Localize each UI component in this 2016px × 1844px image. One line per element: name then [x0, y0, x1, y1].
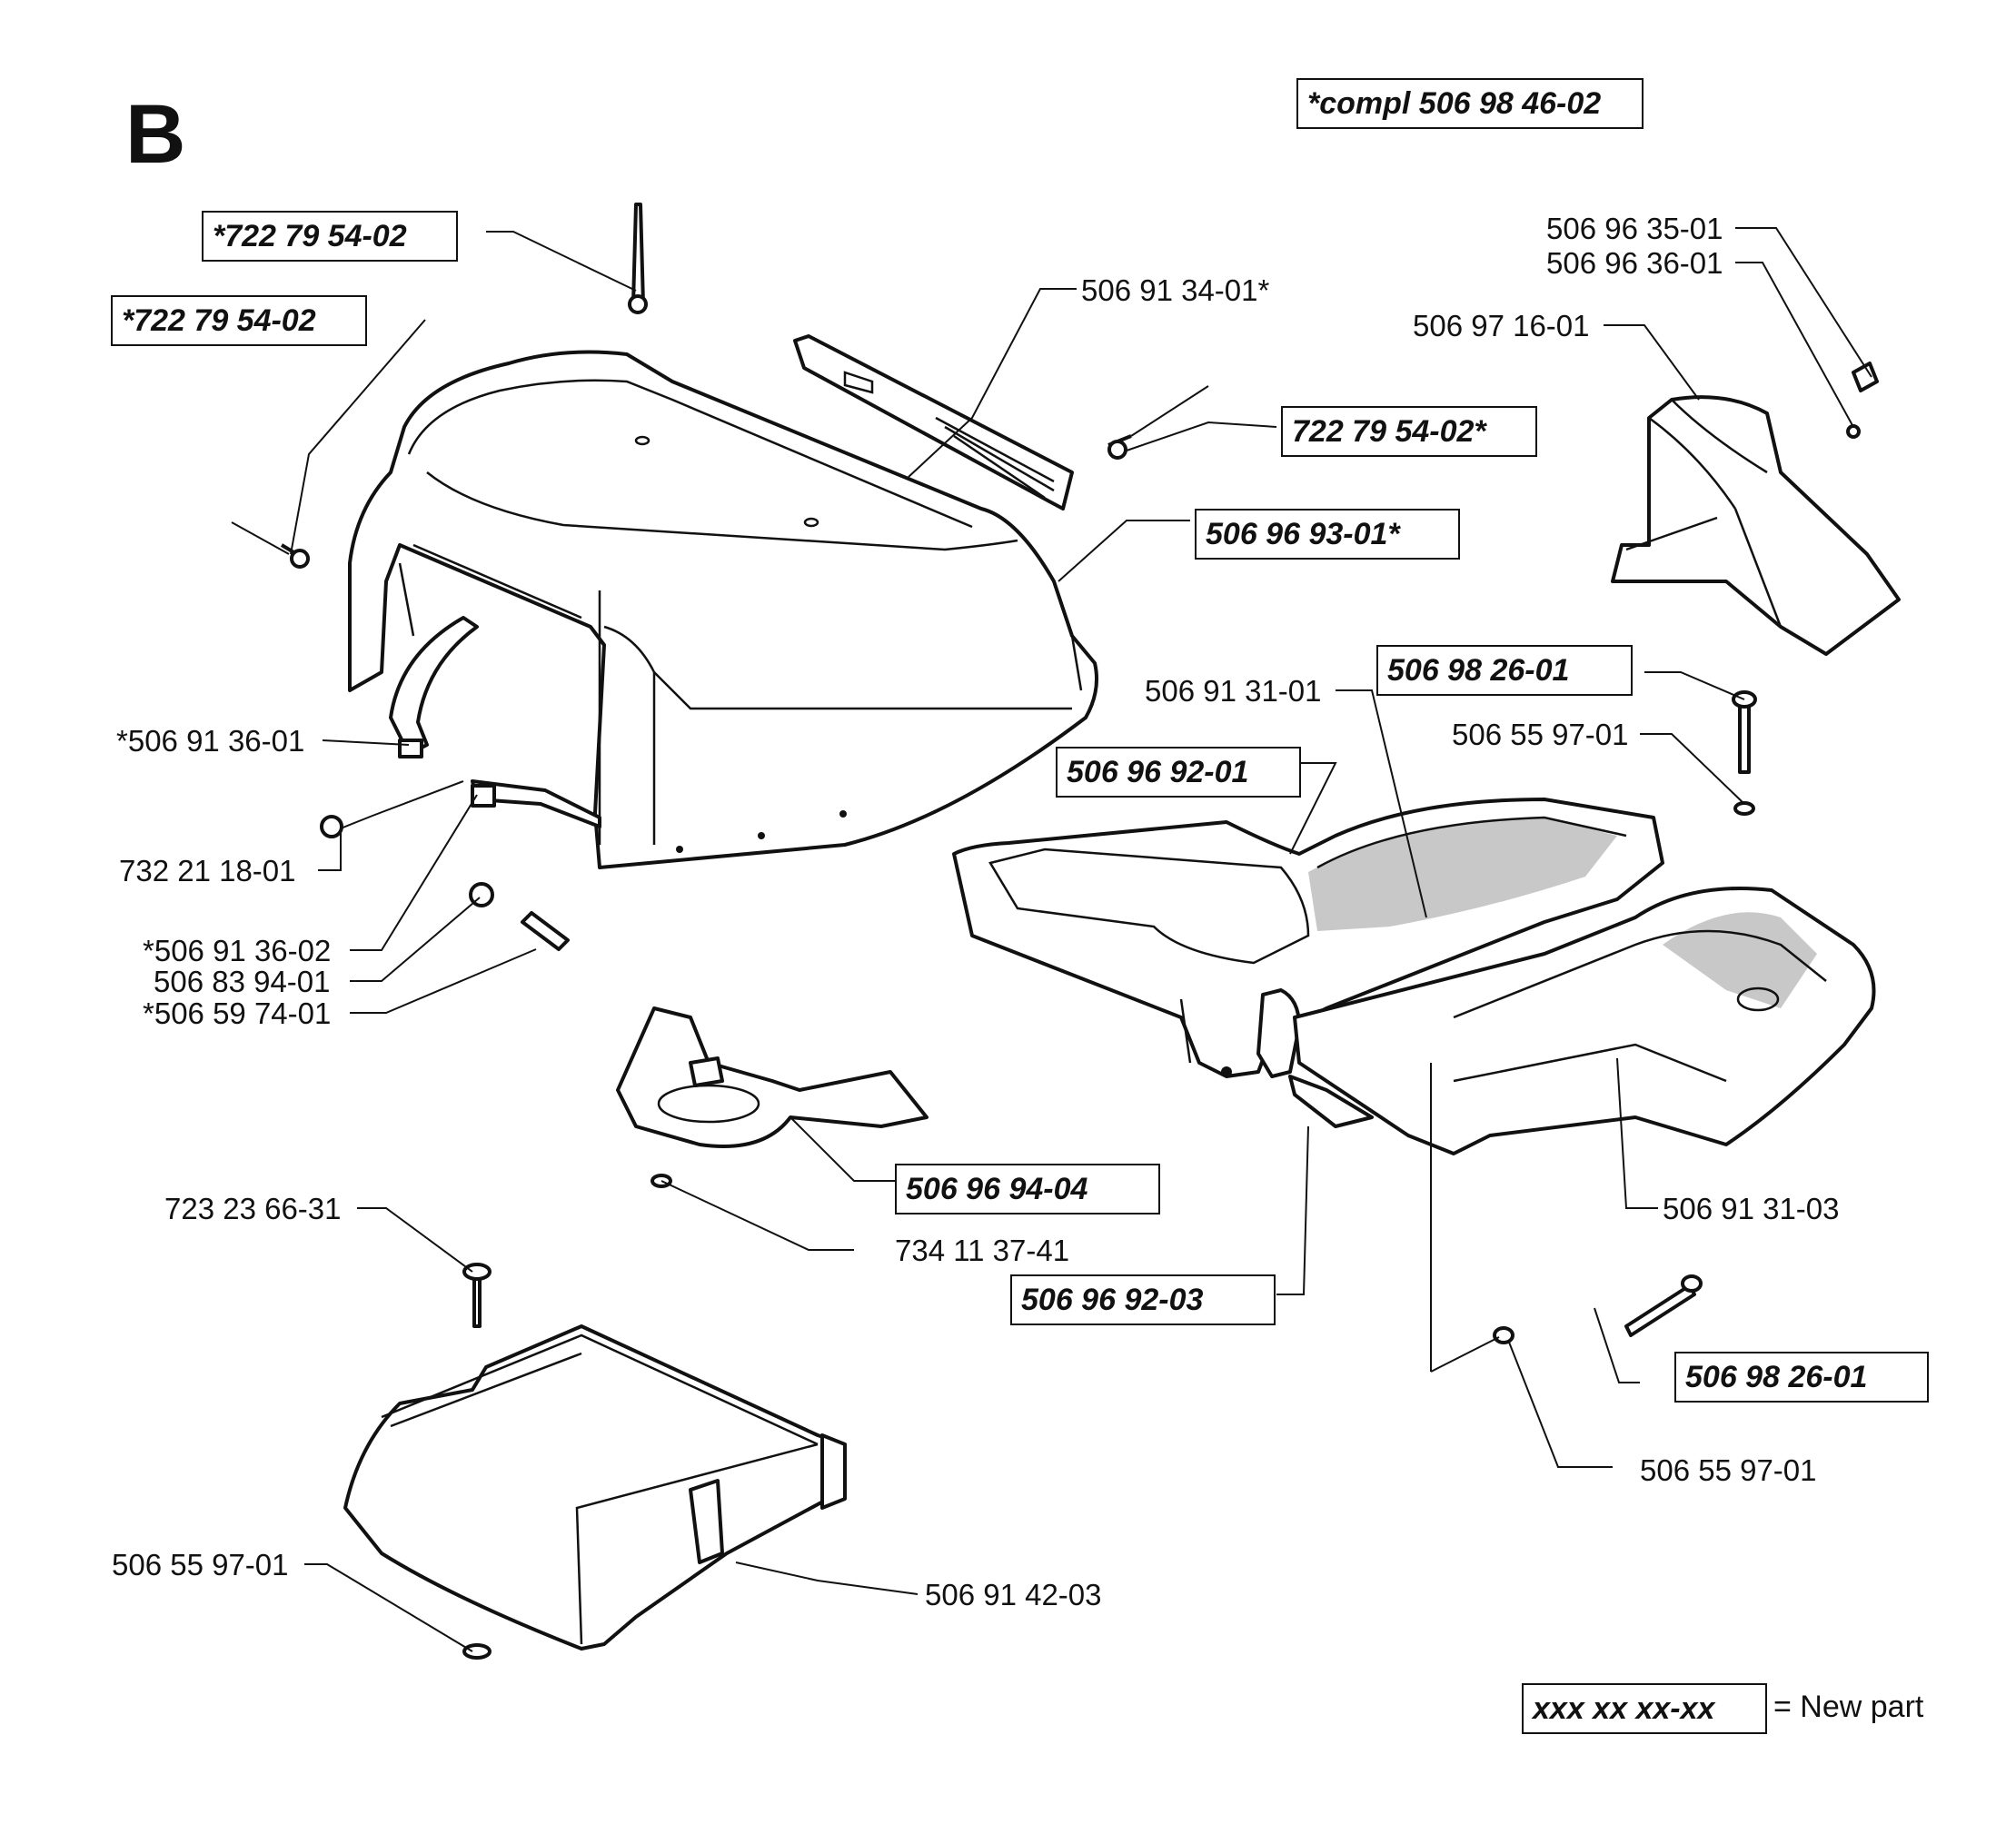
legend-meaning: = New part	[1773, 1690, 1924, 1724]
complete-assembly-box: *compl 506 98 46-02	[1296, 78, 1644, 129]
part-label: 723 23 66-31	[164, 1192, 342, 1225]
part-label: *722 79 54-02	[202, 211, 458, 262]
part-label: 506 96 92-01	[1056, 747, 1301, 798]
part-label: 506 91 42-03	[925, 1578, 1102, 1611]
leader-lines	[290, 227, 1872, 1652]
part-label: 506 91 34-01*	[1081, 273, 1270, 307]
fender-part	[952, 798, 1664, 1128]
holder-part	[616, 1006, 929, 1148]
part-label: *722 79 54-02	[111, 295, 367, 346]
cover-part	[343, 1324, 847, 1651]
part-label: 506 91 31-01	[1145, 674, 1322, 708]
part-label: *506 91 36-02	[143, 934, 332, 967]
part-label: 732 21 18-01	[119, 854, 296, 887]
legend-sample-box: xxx xx xx-xx	[1522, 1683, 1767, 1734]
shroud-part	[1611, 395, 1901, 656]
part-label: 506 98 26-01	[1674, 1352, 1929, 1403]
panel-part	[793, 334, 1074, 511]
part-label: 506 55 97-01	[1640, 1453, 1817, 1487]
hood-part	[348, 350, 1098, 869]
part-label: 506 96 36-01	[1546, 246, 1723, 280]
part-label: 506 98 26-01	[1376, 645, 1633, 696]
section-letter: B	[125, 88, 186, 181]
part-label: 506 97 16-01	[1413, 309, 1590, 342]
part-label: 506 96 93-01*	[1195, 509, 1460, 560]
rear-fender-part	[1293, 887, 1876, 1155]
part-label: 506 96 92-03	[1010, 1274, 1276, 1325]
part-label: 722 79 54-02*	[1281, 406, 1537, 457]
part-label: 506 55 97-01	[1452, 718, 1629, 751]
part-label: 506 91 31-03	[1663, 1192, 1840, 1225]
part-label: 506 55 97-01	[112, 1548, 289, 1581]
part-label: 506 96 35-01	[1546, 212, 1723, 245]
part-label: 506 96 94-04	[895, 1164, 1160, 1214]
part-label: 506 83 94-01	[154, 965, 331, 998]
part-label: *506 59 74-01	[143, 996, 332, 1030]
part-label: *506 91 36-01	[116, 724, 305, 758]
part-label: 734 11 37-41	[895, 1234, 1070, 1267]
